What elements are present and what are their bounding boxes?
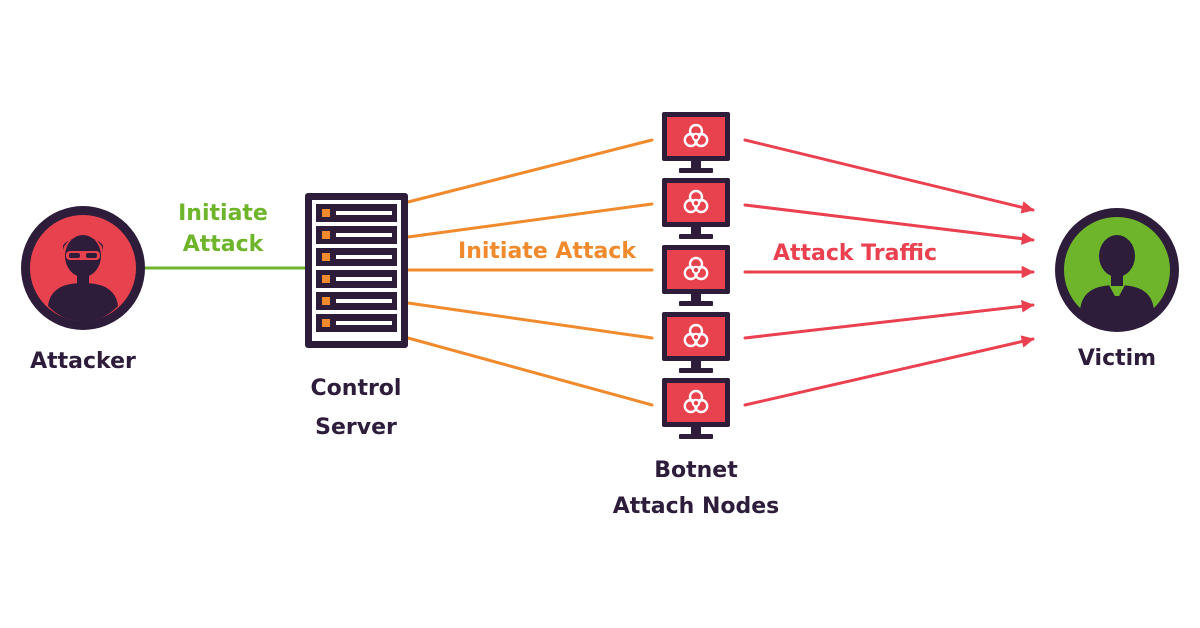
- server-rack-icon: [305, 193, 408, 348]
- attack-arrow-2: [743, 203, 1035, 245]
- server-to-bot-2-line: [406, 202, 654, 239]
- biohazard-monitor-icon: [662, 112, 730, 173]
- botnet-label-line1: Botnet: [654, 458, 738, 483]
- control-server-label-line2: Server: [315, 415, 397, 440]
- bot-node-4: [662, 312, 730, 373]
- bots-to-victim-arrows: [743, 138, 1035, 407]
- attacker-to-server-label-line1: Initiate: [178, 201, 268, 226]
- biohazard-monitor-icon: [662, 178, 730, 239]
- hacker-avatar-icon: [48, 235, 118, 321]
- attack-arrow-5: [743, 335, 1035, 407]
- attacker-to-server-label-line2: Attack: [183, 232, 265, 257]
- bot-node-1: [662, 112, 730, 173]
- bot-node-2: [662, 178, 730, 239]
- server-to-bot-4-line: [406, 301, 654, 340]
- server-to-bot-5-line: [406, 336, 654, 407]
- bots-to-victim-label: Attack Traffic: [773, 241, 937, 266]
- victim-node: [1055, 208, 1179, 332]
- server-to-bots-label: Initiate Attack: [458, 239, 637, 264]
- bot-node-5: [662, 378, 730, 439]
- server-to-bot-1-line: [406, 138, 654, 204]
- control-server-label-line1: Control: [311, 376, 402, 401]
- attack-arrow-1: [743, 138, 1035, 214]
- botnet-label-line2: Attach Nodes: [613, 494, 780, 519]
- attacker-label: Attacker: [30, 349, 136, 374]
- biohazard-monitor-icon: [662, 245, 730, 306]
- biohazard-monitor-icon: [662, 378, 730, 439]
- bot-node-3: [662, 245, 730, 306]
- attack-arrow-4: [743, 300, 1035, 340]
- victim-label: Victim: [1078, 346, 1156, 371]
- user-avatar-icon: [1080, 235, 1154, 323]
- botnet-nodes: [662, 112, 730, 439]
- attacker-node: [21, 206, 145, 330]
- server-to-bots-connections: [406, 138, 654, 407]
- control-server-node: [305, 193, 408, 348]
- biohazard-monitor-icon: [662, 312, 730, 373]
